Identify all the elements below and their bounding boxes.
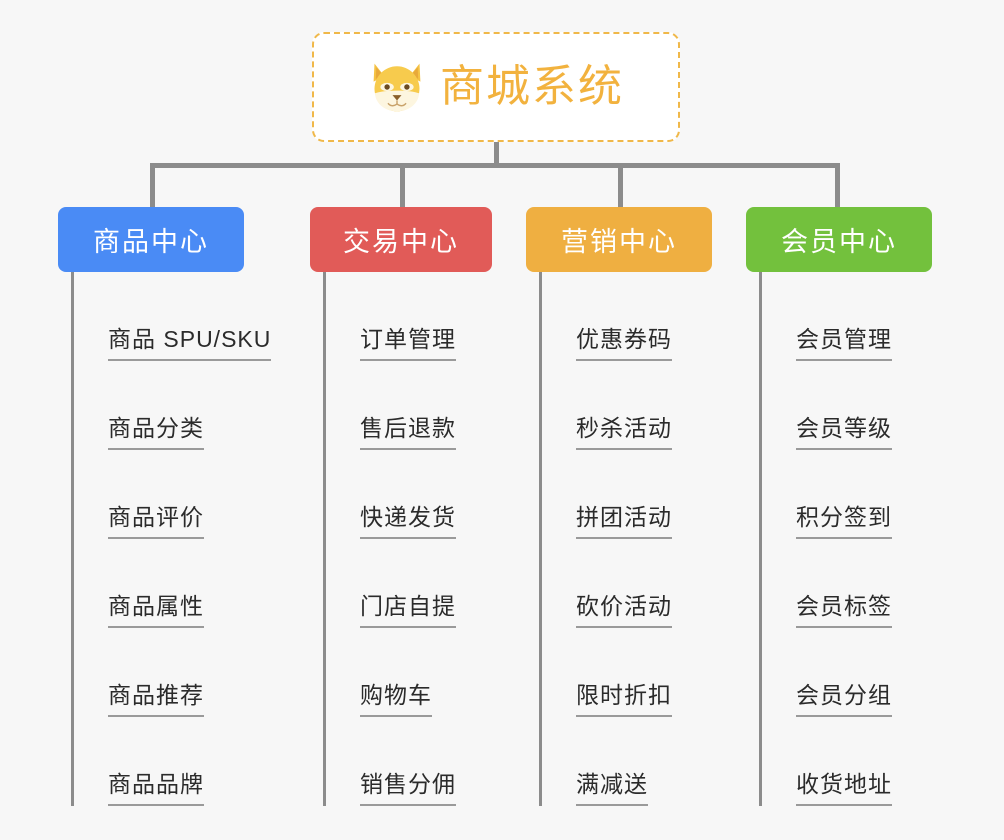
list-item[interactable]: 砍价活动 [542,539,712,628]
leaf-label: 会员分组 [796,684,892,717]
category-header-marketing-center[interactable]: 营销中心 [526,207,712,272]
connector-horizontal-bar [150,163,840,168]
list-item[interactable]: 商品 SPU/SKU [74,272,272,361]
category-title: 交易中心 [343,227,459,257]
shiba-dog-icon [368,60,426,114]
leaf-label: 商品分类 [108,417,204,450]
leaf-list-product-center: 商品 SPU/SKU 商品分类 商品评价 商品属性 商品推荐 商品品牌 [71,272,272,806]
leaf-label: 优惠券码 [576,328,672,361]
leaf-label: 会员等级 [796,417,892,450]
list-item[interactable]: 会员分组 [762,628,932,717]
leaf-label: 秒杀活动 [576,417,672,450]
leaf-label: 订单管理 [360,328,456,361]
leaf-label: 满减送 [576,773,648,806]
list-item[interactable]: 会员管理 [762,272,932,361]
list-item[interactable]: 限时折扣 [542,628,712,717]
connector-drop-3 [618,163,623,207]
connector-drop-2 [400,163,405,207]
leaf-label: 商品评价 [108,506,204,539]
category-title: 会员中心 [781,227,897,257]
list-item[interactable]: 售后退款 [326,361,492,450]
leaf-label: 会员管理 [796,328,892,361]
category-title: 商品中心 [93,227,209,257]
leaf-label: 购物车 [360,684,432,717]
leaf-label: 商品属性 [108,595,204,628]
leaf-label: 商品 SPU/SKU [108,328,272,361]
leaf-label: 快递发货 [360,506,456,539]
category-header-product-center[interactable]: 商品中心 [58,207,244,272]
list-item[interactable]: 商品评价 [74,450,244,539]
branch-product-center: 商品中心 商品 SPU/SKU 商品分类 商品评价 商品属性 商品推荐 商品品牌 [58,207,272,806]
list-item[interactable]: 订单管理 [326,272,492,361]
list-item[interactable]: 优惠券码 [542,272,712,361]
list-item[interactable]: 会员标签 [762,539,932,628]
list-item[interactable]: 门店自提 [326,539,492,628]
list-item[interactable]: 会员等级 [762,361,932,450]
leaf-label: 售后退款 [360,417,456,450]
leaf-label: 限时折扣 [576,684,672,717]
leaf-label: 商品品牌 [108,773,204,806]
leaf-label: 会员标签 [796,595,892,628]
leaf-list-member-center: 会员管理 会员等级 积分签到 会员标签 会员分组 收货地址 [759,272,932,806]
leaf-label: 门店自提 [360,595,456,628]
list-item[interactable]: 商品分类 [74,361,244,450]
category-header-member-center[interactable]: 会员中心 [746,207,932,272]
connector-drop-1 [150,163,155,207]
leaf-list-marketing-center: 优惠券码 秒杀活动 拼团活动 砍价活动 限时折扣 满减送 [539,272,712,806]
connector-drop-4 [835,163,840,207]
leaf-label: 商品推荐 [108,684,204,717]
branch-member-center: 会员中心 会员管理 会员等级 积分签到 会员标签 会员分组 收货地址 [746,207,932,806]
branch-trade-center: 交易中心 订单管理 售后退款 快递发货 门店自提 购物车 销售分佣 [310,207,492,806]
root-node[interactable]: 商城系统 [312,32,680,142]
leaf-label: 销售分佣 [360,773,456,806]
leaf-label: 砍价活动 [576,595,672,628]
list-item[interactable]: 拼团活动 [542,450,712,539]
list-item[interactable]: 满减送 [542,717,712,806]
category-title: 营销中心 [561,227,677,257]
connector-root-stem [494,142,499,167]
leaf-label: 拼团活动 [576,506,672,539]
root-title: 商城系统 [440,62,624,111]
leaf-list-trade-center: 订单管理 售后退款 快递发货 门店自提 购物车 销售分佣 [323,272,492,806]
list-item[interactable]: 商品属性 [74,539,244,628]
list-item[interactable]: 积分签到 [762,450,932,539]
list-item[interactable]: 销售分佣 [326,717,492,806]
list-item[interactable]: 秒杀活动 [542,361,712,450]
leaf-label: 积分签到 [796,506,892,539]
leaf-label: 收货地址 [796,773,892,806]
list-item[interactable]: 商品品牌 [74,717,244,806]
list-item[interactable]: 快递发货 [326,450,492,539]
category-header-trade-center[interactable]: 交易中心 [310,207,492,272]
list-item[interactable]: 购物车 [326,628,492,717]
list-item[interactable]: 收货地址 [762,717,932,806]
list-item[interactable]: 商品推荐 [74,628,244,717]
branch-marketing-center: 营销中心 优惠券码 秒杀活动 拼团活动 砍价活动 限时折扣 满减送 [526,207,712,806]
